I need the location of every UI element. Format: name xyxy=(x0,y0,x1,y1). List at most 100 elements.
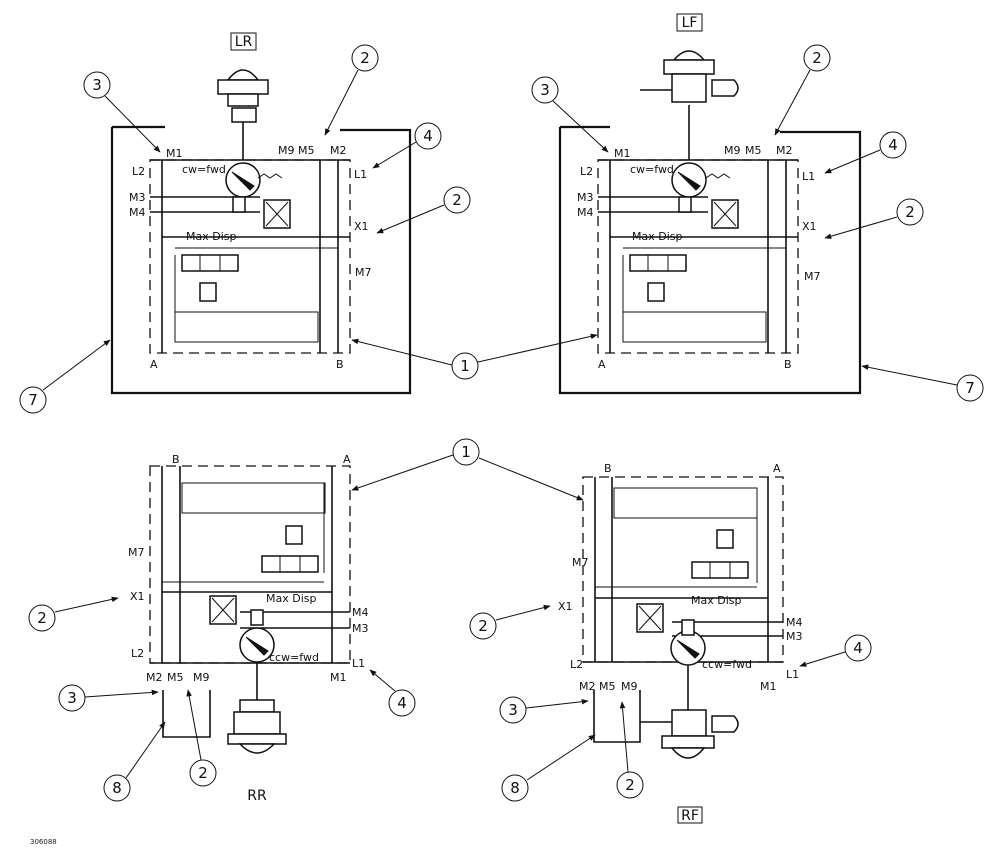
svg-text:1: 1 xyxy=(461,443,471,461)
port-l2: L2 xyxy=(570,658,583,671)
port-m5: M5 xyxy=(298,144,315,157)
port-b: B xyxy=(336,358,344,371)
callout-2: 2 xyxy=(616,701,644,799)
port-m5: M5 xyxy=(745,144,762,157)
port-a: A xyxy=(773,462,781,475)
displacement-label: Max Disp xyxy=(691,594,741,607)
callout-1-housing: 1 xyxy=(351,333,598,380)
svg-text:2: 2 xyxy=(198,764,208,782)
port-m1: M1 xyxy=(330,671,347,684)
tank-rr xyxy=(162,690,211,738)
callout-4: 4 xyxy=(369,669,416,717)
port-l1: L1 xyxy=(354,168,367,181)
svg-text:2: 2 xyxy=(905,203,915,221)
displacement-label: Max Disp xyxy=(186,230,236,243)
port-m1: M1 xyxy=(760,680,777,693)
wheel-assembly-rr xyxy=(227,699,287,754)
wheel-label-box xyxy=(677,806,703,824)
displacement-label: Max Disp xyxy=(632,230,682,243)
port-m3: M3 xyxy=(577,191,594,204)
port-m1: M1 xyxy=(166,147,183,160)
rotation-label: cw=fwd xyxy=(182,163,226,176)
callout-3: 3 xyxy=(58,684,159,712)
port-m9: M9 xyxy=(724,144,741,157)
wheel-label: RF xyxy=(681,808,699,824)
callout-2: 2 xyxy=(824,198,924,239)
svg-text:4: 4 xyxy=(423,127,433,145)
rotation-label: cw=fwd xyxy=(630,163,674,176)
svg-text:3: 3 xyxy=(67,689,77,707)
svg-text:2: 2 xyxy=(37,609,47,627)
port-a: A xyxy=(598,358,606,371)
port-m2: M2 xyxy=(146,671,163,684)
port-b: B xyxy=(604,462,612,475)
callout-8: 8 xyxy=(103,721,166,802)
callout-1-housing: 1 xyxy=(351,438,584,501)
port-m7: M7 xyxy=(355,266,372,279)
port-m4: M4 xyxy=(129,206,146,219)
wheel-label: LR xyxy=(235,34,253,50)
callout-3: 3 xyxy=(83,71,161,153)
callout-8: 8 xyxy=(501,734,596,802)
callout-4: 4 xyxy=(799,634,872,667)
wheel-assembly-lr xyxy=(217,69,269,123)
port-l2: L2 xyxy=(131,647,144,660)
wheel-label: LF xyxy=(682,15,698,31)
callout-2: 2 xyxy=(186,689,217,787)
port-m5: M5 xyxy=(599,680,616,693)
displacement-label: Max Disp xyxy=(266,592,316,605)
rotation-label: ccw=fwd xyxy=(702,658,752,671)
callout-2: 2 xyxy=(774,44,831,136)
callout-2: 2 xyxy=(28,596,119,632)
port-x1: X1 xyxy=(354,220,369,233)
svg-text:7: 7 xyxy=(28,391,38,409)
svg-text:1: 1 xyxy=(460,357,470,375)
callout-4: 4 xyxy=(824,131,907,174)
wheel-assembly-lf xyxy=(640,50,739,103)
port-m7: M7 xyxy=(804,270,821,283)
svg-text:2: 2 xyxy=(452,191,462,209)
port-m1: M1 xyxy=(614,147,631,160)
svg-text:3: 3 xyxy=(92,76,102,94)
callout-7: 7 xyxy=(861,364,984,402)
callout-7: 7 xyxy=(19,339,111,414)
wheel-label-box xyxy=(676,13,703,32)
port-m3: M3 xyxy=(786,630,803,643)
motor-unit-lf: LF M1 L2 M3 M4 M9 M5 M2 L1 X1 M7 A B cw=… xyxy=(531,13,984,402)
port-l2: L2 xyxy=(580,165,593,178)
port-m5: M5 xyxy=(167,671,184,684)
svg-text:2: 2 xyxy=(478,617,488,635)
svg-text:3: 3 xyxy=(540,81,550,99)
callout-4: 4 xyxy=(372,122,442,169)
callout-2: 2 xyxy=(376,186,471,234)
port-b: B xyxy=(172,453,180,466)
port-x1: X1 xyxy=(802,220,817,233)
svg-text:4: 4 xyxy=(853,639,863,657)
port-x1: X1 xyxy=(130,590,145,603)
callout-3: 3 xyxy=(531,76,609,153)
tank-rf xyxy=(593,690,641,743)
enclosure-lr xyxy=(110,127,412,395)
port-a: A xyxy=(150,358,158,371)
wheel-assembly-rf xyxy=(640,709,739,759)
callout-2: 2 xyxy=(324,44,379,136)
port-m2: M2 xyxy=(776,144,793,157)
motor-unit-lr: LR M1 L2 M3 M4 M9 M5 M2 L1 X1 M7 A B cw=… xyxy=(19,32,471,414)
callout-3: 3 xyxy=(499,696,589,724)
port-m4: M4 xyxy=(577,206,594,219)
port-m2: M2 xyxy=(579,680,596,693)
port-a: A xyxy=(343,453,351,466)
port-l1: L1 xyxy=(802,170,815,183)
wheel-label-box xyxy=(230,32,257,51)
callout-2: 2 xyxy=(469,604,551,640)
port-x1: X1 xyxy=(558,600,573,613)
port-m2: M2 xyxy=(330,144,347,157)
port-m4: M4 xyxy=(786,616,803,629)
svg-text:4: 4 xyxy=(888,136,898,154)
svg-text:3: 3 xyxy=(508,701,518,719)
port-b: B xyxy=(784,358,792,371)
port-m7: M7 xyxy=(572,556,589,569)
port-m3: M3 xyxy=(129,191,146,204)
motor-unit-rf: RF M7 X1 L2 M2 M5 M9 M1 L1 M4 M3 B A ccw… xyxy=(469,462,872,824)
